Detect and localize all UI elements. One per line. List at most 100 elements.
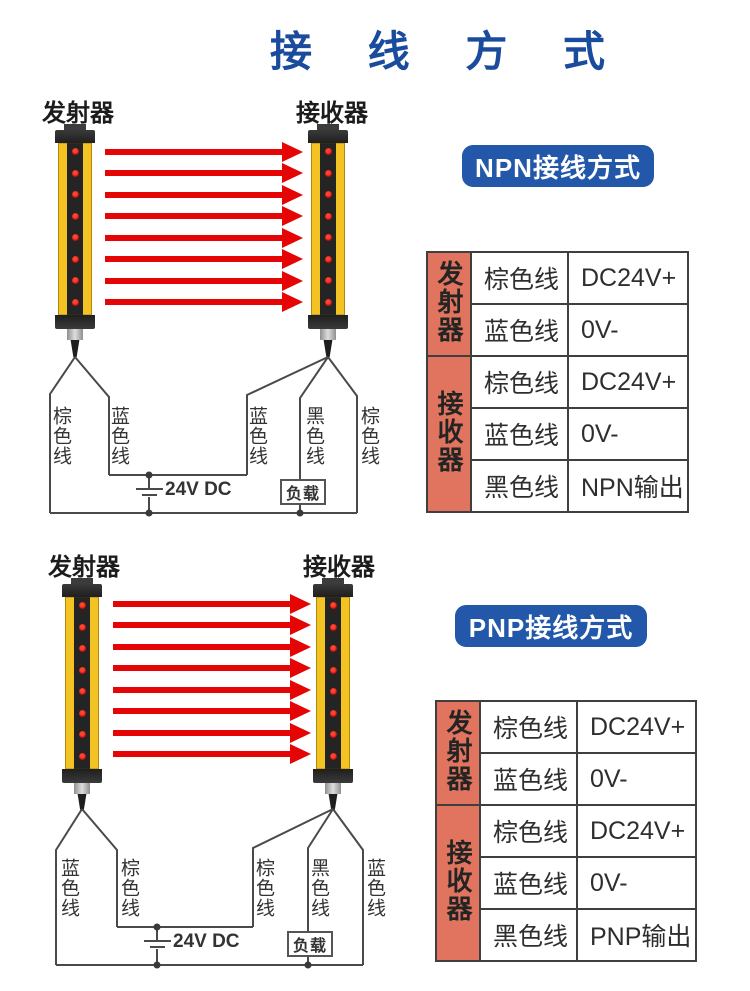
led-dot [71,255,79,263]
led-dot [71,277,79,285]
led-dot [329,666,337,674]
wire-label: 黑色线 [302,406,324,466]
led-dot [78,623,86,631]
led-dot [329,688,337,696]
wire-label: 蓝色线 [245,406,267,466]
table-device-cell: 发射器 [435,700,481,806]
led-column [316,602,350,760]
led-dot [329,602,337,609]
led-dot [329,731,337,739]
table-value-cell: DC24V+ [567,355,689,409]
led-dot [324,298,332,306]
led-dot [329,645,337,653]
beam-arrow [105,142,303,162]
curtain-cable [328,794,338,811]
wire-label: 蓝色线 [363,858,385,918]
light-curtain-transmitter [55,124,95,357]
wire-label: 棕色线 [357,406,379,466]
curtain-bottom-cap [55,315,95,329]
table-device-cell: 接收器 [426,355,472,513]
led-dot [324,191,332,199]
curtain-top-tab [64,124,86,130]
led-dot [78,666,86,674]
curtain-body [311,143,345,315]
pnp-badge: PNP接线方式 [455,605,647,647]
led-dot [71,212,79,220]
table-device-cell: 接收器 [435,804,481,962]
led-dot [78,602,86,609]
table-wire-cell: 蓝色线 [470,303,569,357]
table-device-cell: 发射器 [426,251,472,357]
curtain-bottom-cap [313,769,353,783]
transmitter-label: 发射器 [48,554,120,581]
page-title: 接 线 方 式 [270,28,628,75]
led-column [58,148,92,306]
receiver-label: 接收器 [296,100,368,127]
table-wire-cell: 棕色线 [470,251,569,305]
light-curtain-transmitter [62,578,102,811]
table-wire-cell: 黑色线 [479,908,578,962]
table-wire-cell: 蓝色线 [470,407,569,461]
table-wire-cell: 棕色线 [479,700,578,754]
led-dot [329,623,337,631]
power-supply-label: 24V DC [173,931,240,952]
led-dot [78,688,86,696]
beam-arrow [113,722,311,743]
led-dot [71,191,79,199]
beam-arrows [105,142,305,312]
beam-arrow [113,743,311,764]
led-dot [78,645,86,653]
led-dot [71,234,79,242]
power-supply-label: 24V DC [165,479,232,500]
wire-label: 棕色线 [117,858,139,918]
npn-badge: NPN接线方式 [462,145,654,187]
curtain-top-tab [317,124,339,130]
npn-table: 发射器 棕色线 DC24V+ 蓝色线 0V- 接收器 棕色线 DC24V+ 蓝色… [426,251,689,513]
curtain-connector [325,783,341,794]
led-dot [324,212,332,220]
curtain-body [316,597,350,769]
beam-arrow [113,594,311,614]
beam-arrow [105,206,303,227]
wiring-diagram [49,356,358,517]
table-wire-cell: 棕色线 [479,804,578,858]
table-value-cell: DC24V+ [576,804,697,858]
led-dot [71,298,79,306]
receiver-label: 接收器 [303,554,375,581]
beam-arrow [105,249,303,270]
beam-arrow [113,636,311,657]
pnp-table: 发射器 棕色线 DC24V+ 蓝色线 0V- 接收器 棕色线 DC24V+ 蓝色… [435,700,697,962]
beam-arrow [113,701,311,722]
table-value-cell: PNP输出 [576,908,697,962]
wire-label: 棕色线 [49,406,71,466]
wire-label: 蓝色线 [57,858,79,918]
curtain-connector [74,783,90,794]
curtain-cable [70,340,80,357]
table-value-cell: NPN输出 [567,459,689,513]
beam-arrow [105,227,303,248]
light-curtain-receiver [313,578,353,811]
led-dot [78,731,86,739]
table-value-cell: 0V- [576,752,697,806]
beam-arrow [113,679,311,700]
curtain-top-cap [308,130,348,143]
beam-arrow [105,163,303,184]
curtain-top-cap [55,130,95,143]
load-box: 负载 [280,479,326,505]
curtain-body [58,143,92,315]
led-dot [329,752,337,760]
beam-arrow [113,658,311,679]
beam-arrow [105,184,303,205]
table-value-cell: DC24V+ [576,700,697,754]
led-dot [324,234,332,242]
curtain-connector [67,329,83,340]
curtain-body [65,597,99,769]
transmitter-label: 发射器 [42,100,114,127]
table-value-cell: 0V- [567,407,689,461]
table-value-cell: 0V- [567,303,689,357]
curtain-bottom-cap [62,769,102,783]
table-wire-cell: 蓝色线 [479,752,578,806]
table-value-cell: DC24V+ [567,251,689,305]
beam-arrow [113,615,311,636]
